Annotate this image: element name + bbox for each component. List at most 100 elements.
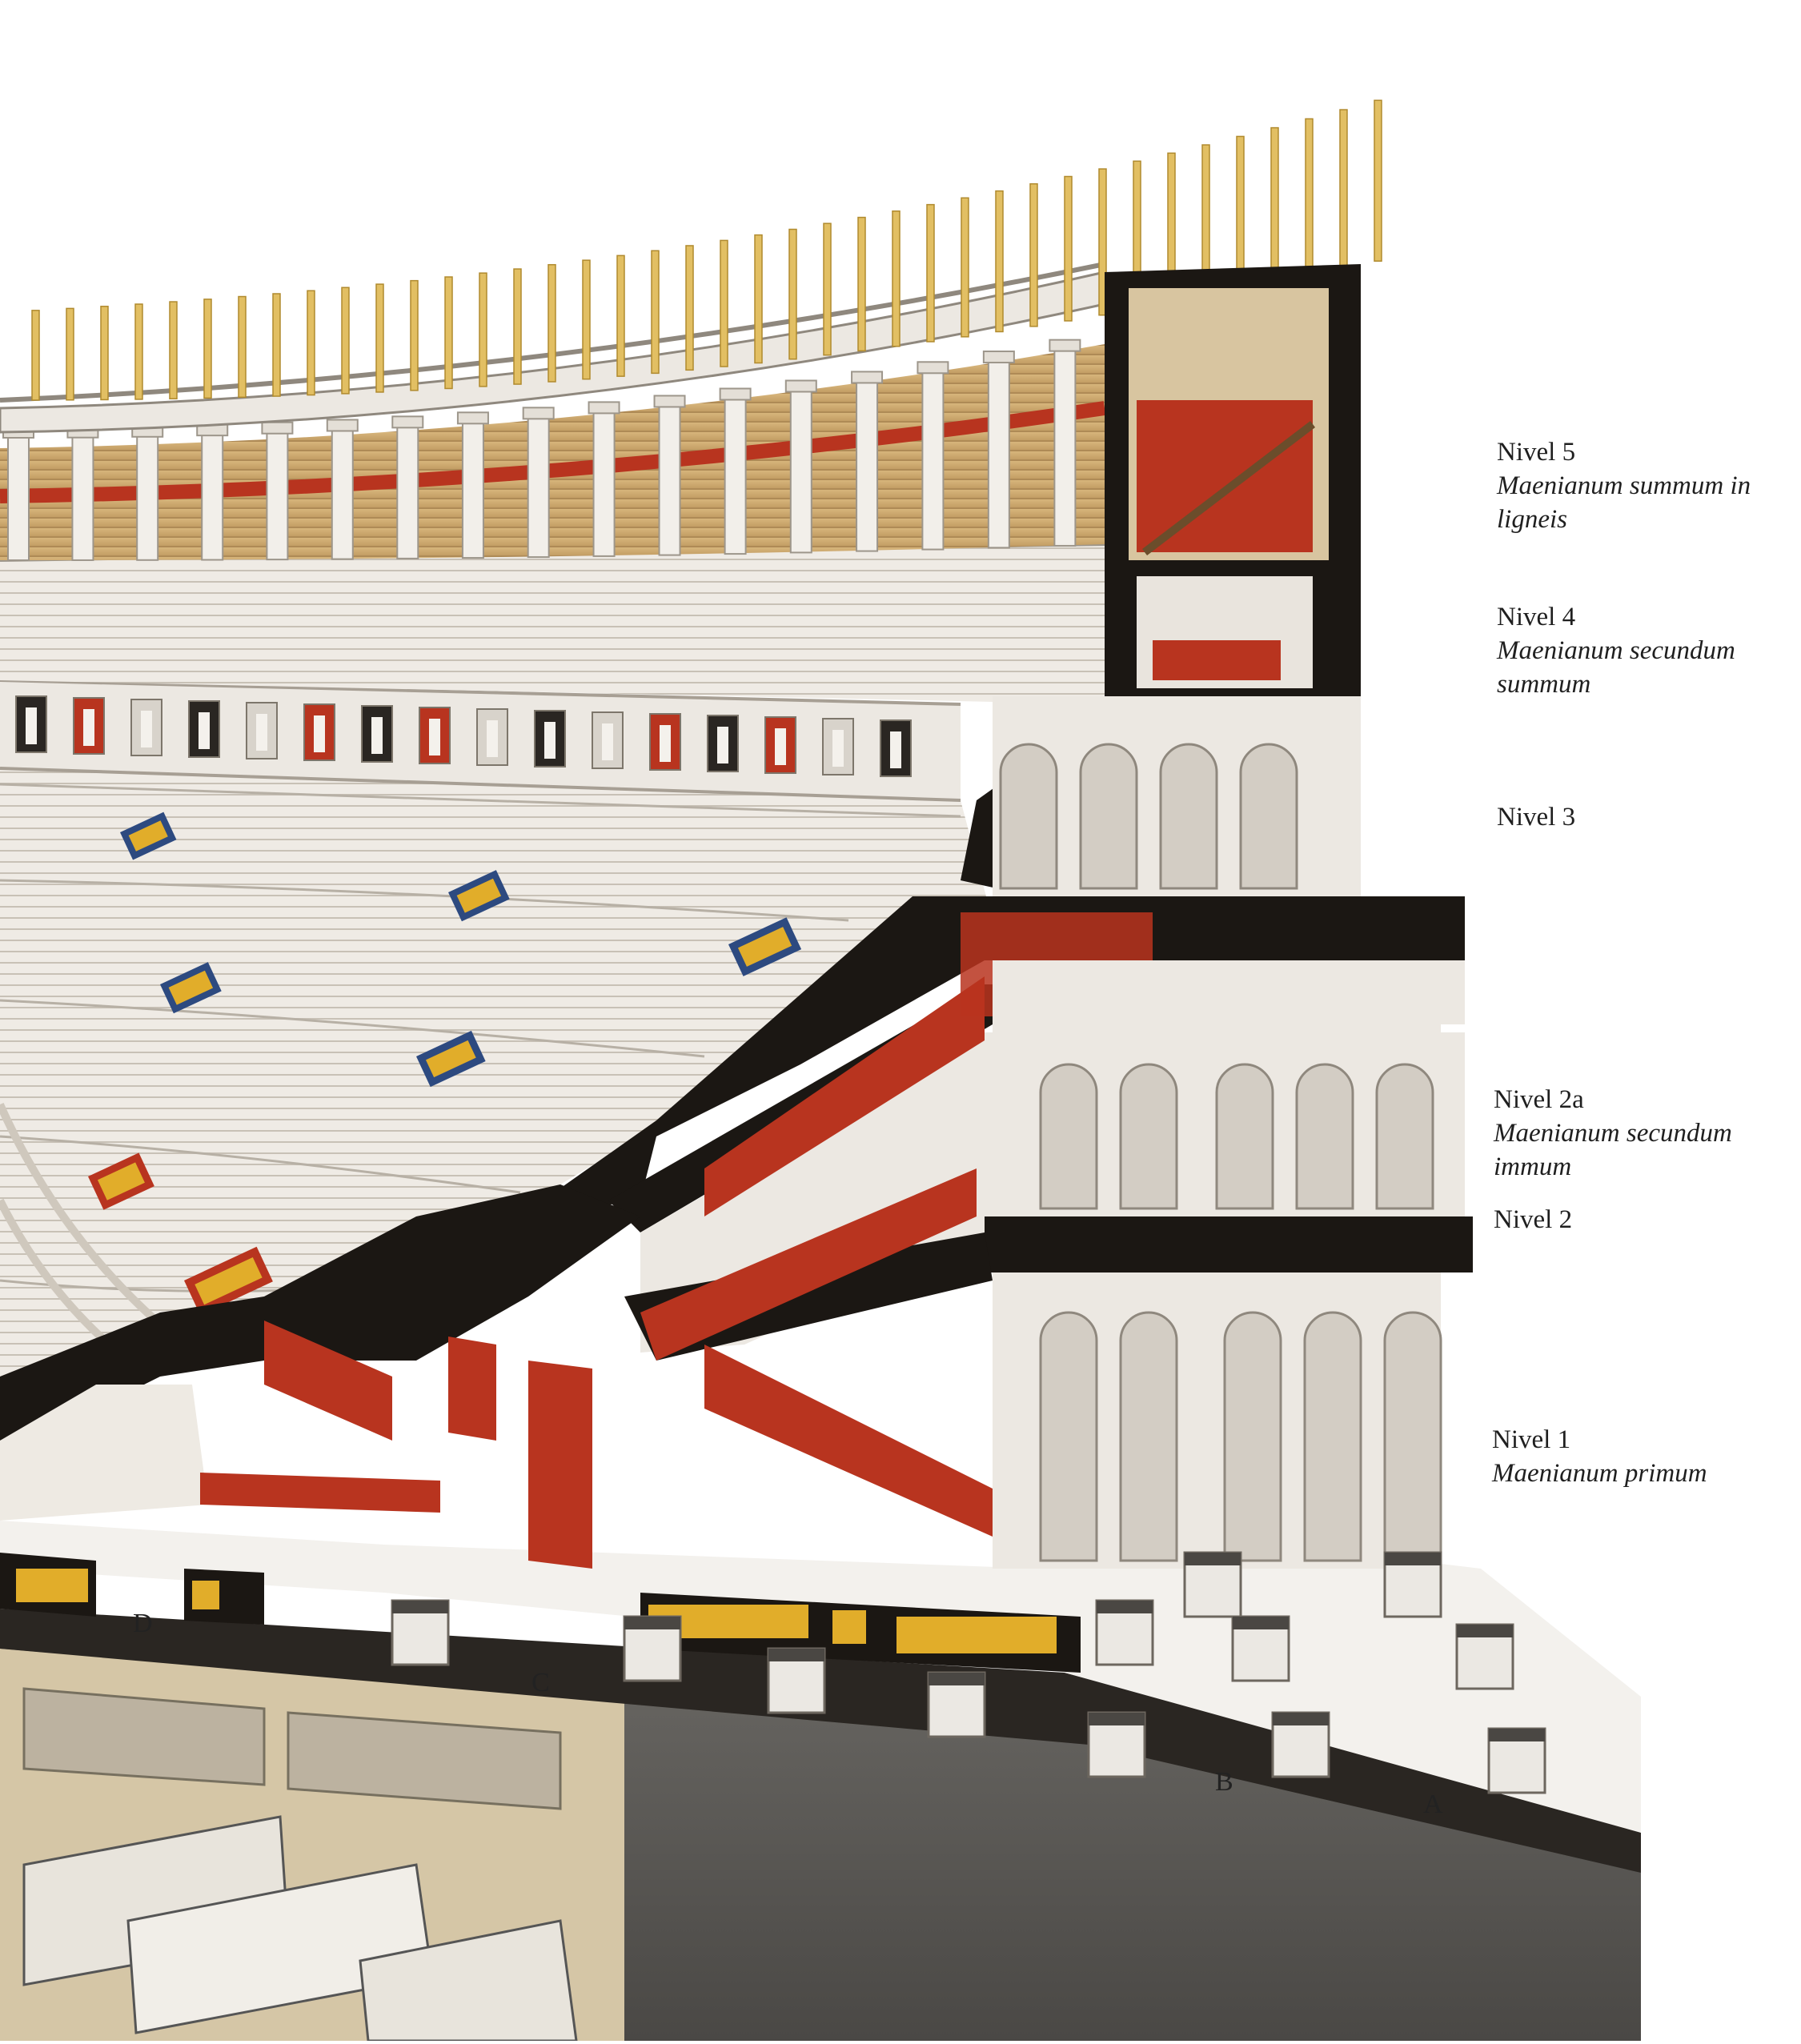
pier-block	[1455, 1623, 1514, 1690]
statue-niche	[764, 716, 796, 774]
pier-block	[1487, 1727, 1546, 1794]
velarium-mast	[1029, 182, 1038, 327]
vomitoria	[88, 812, 802, 1316]
arch	[1039, 1311, 1098, 1562]
pier-block	[1095, 1599, 1154, 1666]
column-capital	[261, 421, 294, 435]
velarium-masts	[31, 99, 1382, 401]
velarium-mast	[444, 276, 453, 390]
arch	[1383, 1311, 1442, 1562]
level-5-latin-2: ligneis	[1497, 505, 1567, 534]
pier-block	[1183, 1551, 1242, 1618]
level-2a-label: Nivel 2a Maenianum secundum immum	[1494, 1083, 1732, 1184]
pier-block	[1087, 1711, 1146, 1778]
velarium-mast	[961, 197, 969, 338]
statue-niche	[303, 703, 335, 761]
column	[461, 421, 484, 559]
statue-niche	[592, 711, 624, 769]
statue-niche	[419, 707, 451, 764]
velarium-mast	[66, 307, 74, 401]
pier-blocks	[391, 1551, 1546, 1794]
level-4-label: Nivel 4 Maenianum secundum summum	[1497, 600, 1735, 701]
column	[331, 428, 354, 560]
section-letter-a: A	[1423, 1790, 1443, 1819]
velarium-mast	[134, 303, 143, 400]
column	[921, 371, 945, 551]
column-capital	[653, 395, 686, 408]
velarium-mast	[238, 295, 247, 399]
red-stairways	[200, 912, 1153, 1569]
column	[7, 435, 30, 561]
statue-niche	[73, 697, 105, 755]
arch	[1039, 1063, 1098, 1210]
upper-seating	[0, 543, 1105, 704]
column-capital	[1049, 339, 1081, 352]
velarium-mast	[1270, 126, 1279, 284]
statue-niche	[707, 715, 739, 772]
column	[724, 397, 747, 555]
level-2-label: Nivel 2	[1494, 1203, 1572, 1236]
level-1-name: Nivel 1	[1492, 1425, 1571, 1454]
column	[658, 404, 681, 556]
velarium-mast	[720, 239, 728, 367]
velarium-mast	[616, 254, 625, 377]
velarium-mast	[651, 250, 660, 375]
level-2a-latin-1: Maenianum secundum	[1494, 1119, 1732, 1148]
pier-block	[1271, 1711, 1330, 1778]
velarium-mast	[1374, 99, 1382, 262]
level-3-name: Nivel 3	[1497, 803, 1576, 832]
velarium-mast	[857, 216, 866, 352]
arch	[1375, 1063, 1434, 1210]
velarium-mast	[892, 210, 900, 347]
statue-niche	[534, 710, 566, 768]
velarium-mast	[1339, 109, 1348, 270]
pier-block	[927, 1671, 986, 1738]
velarium-mast	[995, 190, 1004, 333]
velarium-mast	[31, 310, 40, 401]
level-4-latin-2: summum	[1497, 670, 1591, 699]
column-capital	[784, 379, 817, 393]
velarium-mast	[203, 299, 212, 399]
pier-block	[1231, 1615, 1290, 1682]
column-capital	[719, 387, 752, 401]
velarium-mast	[582, 259, 591, 380]
velarium-mast	[685, 245, 694, 371]
velarium-mast	[100, 306, 109, 401]
statue-niche	[476, 708, 508, 766]
column-capital	[522, 407, 555, 420]
statue-niche	[246, 702, 278, 759]
statue-niche	[361, 705, 393, 763]
velarium-mast	[1098, 168, 1107, 316]
level-2a-name: Nivel 2a	[1494, 1085, 1584, 1114]
velarium-mast	[823, 222, 832, 356]
level-5-label: Nivel 5 Maenianum summum in ligneis	[1497, 435, 1751, 536]
pier-block	[767, 1647, 826, 1714]
statue-niche	[15, 695, 47, 753]
arch	[1119, 1063, 1178, 1210]
arch	[1119, 1311, 1178, 1562]
arch	[1239, 743, 1298, 890]
statue-niche	[130, 699, 162, 756]
statue-niche	[880, 719, 912, 777]
arch	[1303, 1311, 1362, 1562]
arcade-arches	[999, 743, 1442, 1562]
velarium-mast	[1305, 118, 1314, 277]
velarium-mast	[926, 203, 935, 343]
column-capital	[982, 351, 1015, 364]
seating-cavea	[0, 768, 993, 1409]
column	[136, 434, 159, 561]
level-5-latin-1: Maenianum summum in	[1497, 471, 1751, 500]
column-capital	[391, 415, 424, 429]
arch	[1159, 743, 1218, 890]
velarium-mast	[1236, 135, 1245, 291]
velarium-mast	[169, 301, 178, 400]
velarium-mast	[375, 283, 384, 393]
column-capital	[851, 371, 884, 384]
column	[856, 380, 879, 552]
velarium-mast	[272, 293, 281, 397]
velarium-mast	[1064, 175, 1073, 322]
section-letter-b: B	[1215, 1767, 1233, 1797]
velarium-mast	[479, 272, 487, 387]
column	[396, 425, 419, 559]
